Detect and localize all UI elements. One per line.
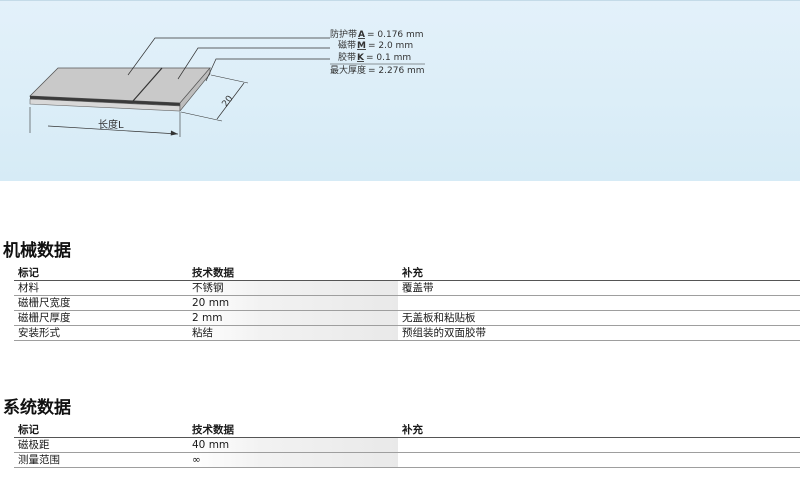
- leader-line-a: [127, 37, 330, 76]
- mechanical-data-title: 机械数据: [3, 241, 71, 261]
- table-cell: 磁极距: [14, 437, 188, 453]
- svg-text:胶带K= 0.1 mm: 胶带K= 0.1 mm: [338, 51, 411, 63]
- column-header: 技术数据: [188, 266, 398, 281]
- width-label: 20: [221, 94, 236, 109]
- table-cell: 磁栅尺厚度: [14, 310, 188, 326]
- cover-band-edge: [132, 67, 163, 102]
- system-data-table: 标记 技术数据 补充 磁极距 40 mm 测量范围 ∞: [14, 423, 800, 468]
- table-row: 磁极距 40 mm: [14, 437, 800, 453]
- table-row: 安装形式 粘结 预组装的双面胶带: [14, 325, 800, 341]
- spec-legend: 防护带A= 0.176 mm 磁带M= 2.0 mm 胶带K= 0.1 mm 最…: [330, 28, 425, 76]
- table-cell: 40 mm: [188, 437, 398, 453]
- column-header: 标记: [14, 266, 188, 281]
- magnetic-layer: [30, 96, 180, 106]
- table-cell: 不锈钢: [188, 280, 398, 296]
- table-cell: 磁栅尺宽度: [14, 295, 188, 311]
- table-cell: 2 mm: [188, 310, 398, 326]
- magnetic-tape-diagram: 20 长度L 防护带A= 0.176 mm 磁带M= 2.0 mm 胶带K= 0…: [29, 28, 425, 137]
- table-cell: 粘结: [188, 325, 398, 341]
- table-cell: [398, 437, 800, 453]
- table-cell: 预组装的双面胶带: [398, 325, 800, 341]
- svg-text:最大厚度= 2.276 mm: 最大厚度= 2.276 mm: [330, 64, 425, 76]
- table-cell: 20 mm: [188, 295, 398, 311]
- system-data-title: 系统数据: [3, 398, 71, 418]
- table-header-row: 标记 技术数据 补充: [14, 266, 800, 281]
- leader-line-k: [205, 58, 330, 82]
- svg-text:磁带M= 2.0 mm: 磁带M= 2.0 mm: [338, 39, 413, 51]
- leader-line-m: [177, 47, 330, 80]
- mechanical-data-table: 标记 技术数据 补充 材料 不锈钢 覆盖带 磁栅尺宽度 20 mm 磁栅尺厚度 …: [14, 266, 800, 341]
- table-row: 磁栅尺厚度 2 mm 无盖板和粘贴板: [14, 310, 800, 326]
- table-cell: 测量范围: [14, 452, 188, 468]
- table-header-row: 标记 技术数据 补充: [14, 423, 800, 438]
- table-cell: 无盖板和粘贴板: [398, 310, 800, 326]
- length-label: 长度L: [98, 118, 124, 131]
- table-row: 磁栅尺宽度 20 mm: [14, 295, 800, 311]
- column-header: 标记: [14, 423, 188, 438]
- svg-text:防护带A= 0.176 mm: 防护带A= 0.176 mm: [330, 28, 424, 40]
- table-cell: 材料: [14, 280, 188, 296]
- tape-diagram-area: 20 长度L 防护带A= 0.176 mm 磁带M= 2.0 mm 胶带K= 0…: [0, 0, 800, 181]
- table-cell: ∞: [188, 452, 398, 468]
- length-dimension-line: [47, 125, 179, 135]
- width-dimension-line: [216, 82, 245, 120]
- table-row: 材料 不锈钢 覆盖带: [14, 280, 800, 296]
- table-cell: [398, 452, 800, 468]
- tape-front-edge: [179, 67, 211, 112]
- column-header: 补充: [398, 423, 800, 438]
- table-cell: 安装形式: [14, 325, 188, 341]
- table-cell: 覆盖带: [398, 280, 800, 296]
- column-header: 补充: [398, 266, 800, 281]
- table-row: 测量范围 ∞: [14, 452, 800, 468]
- column-header: 技术数据: [188, 423, 398, 438]
- table-cell: [398, 295, 800, 311]
